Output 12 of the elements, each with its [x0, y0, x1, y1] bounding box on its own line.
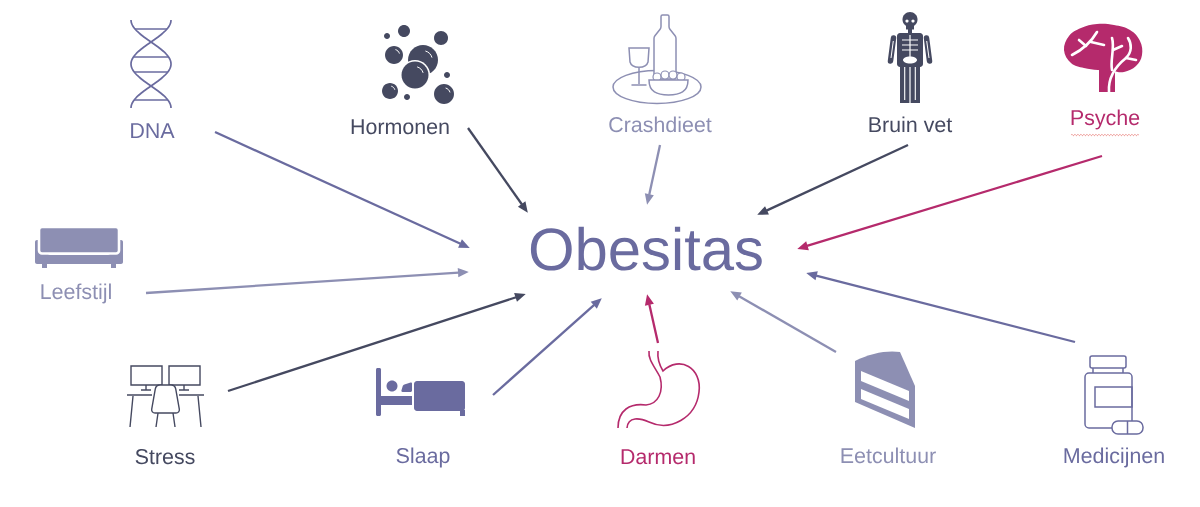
label-text: Stress: [135, 449, 195, 465]
label-text: Hormonen: [351, 119, 449, 135]
label-text: Medicijnen: [1064, 447, 1164, 468]
label-text: DNA: [131, 123, 175, 138]
central-label: Obesitas: [530, 226, 762, 271]
label-text: Slaap: [396, 447, 450, 468]
label-text: Crashdieet: [609, 116, 712, 133]
label-text: Eetcultuur: [841, 447, 936, 464]
label-text: Leefstijl: [41, 283, 111, 304]
label-text: Psyche: [1071, 109, 1140, 130]
label-text: Bruin vet: [869, 116, 953, 133]
label-text: Darmen: [621, 449, 695, 465]
